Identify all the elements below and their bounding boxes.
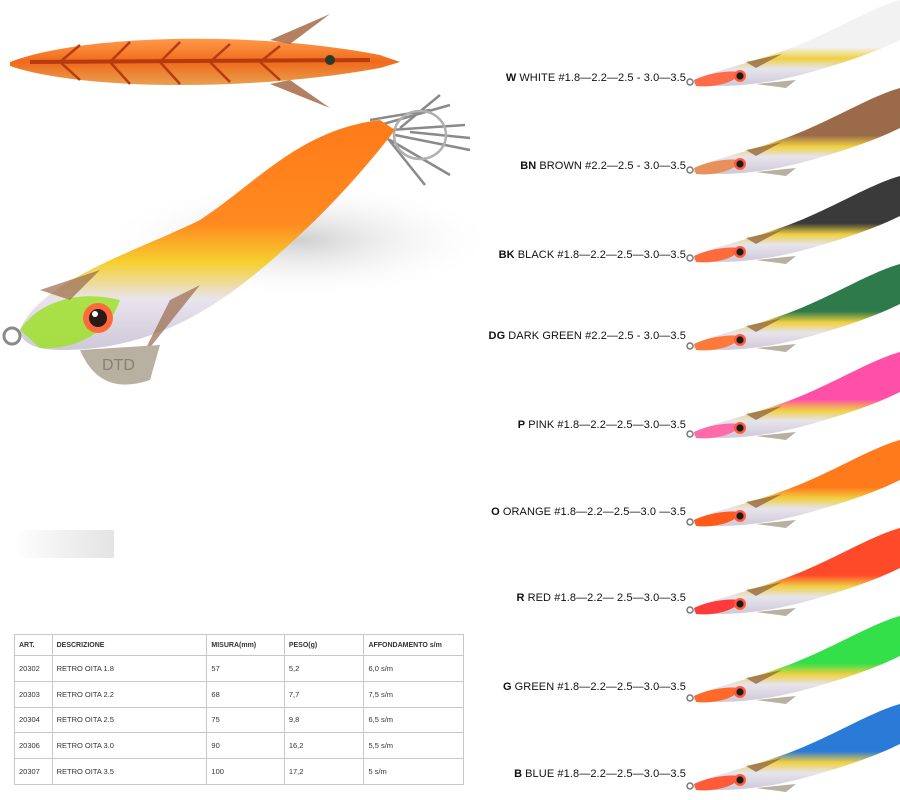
table-cell: 7,5 s/m xyxy=(363,680,464,708)
table-header-row: ART. DESCRIZIONE MISURA(mm) PESO(g) AFFO… xyxy=(14,634,464,656)
table-cell: 5 s/m xyxy=(363,758,464,785)
variant-sizes: #1.8—2.2—2.5—3.0—3.5 xyxy=(557,768,686,780)
table-row: 20302 RETRO OITA 1.8 57 5,2 6,0 s/m xyxy=(14,655,464,682)
table-cell: 6,0 s/m xyxy=(363,655,464,682)
table-cell: 100 xyxy=(206,758,285,785)
variant-name: BROWN xyxy=(539,160,586,172)
table-cell: RETRO OITA 1.8 xyxy=(51,655,208,682)
table-cell: RETRO OITA 3.5 xyxy=(51,758,208,785)
variant-code: W xyxy=(505,72,517,84)
lure-swatch-image xyxy=(686,616,900,704)
table-cell: 20306 xyxy=(14,732,53,760)
table-header-art: ART. xyxy=(14,634,53,656)
variant-code: G xyxy=(502,681,512,693)
table-cell: RETRO OITA 2.5 xyxy=(51,706,208,734)
variant-code: R xyxy=(516,592,525,604)
table-row: 20303 RETRO OITA 2.2 68 7,7 7,5 s/m xyxy=(14,680,464,708)
variant-name: RED xyxy=(527,592,555,604)
variant-name: ORANGE xyxy=(502,506,555,518)
spec-table: ART. DESCRIZIONE MISURA(mm) PESO(g) AFFO… xyxy=(14,634,464,785)
top-lure xyxy=(10,14,400,108)
table-cell: 9,8 xyxy=(283,706,365,734)
table-cell: 20303 xyxy=(14,680,53,708)
table-cell: 7,7 xyxy=(283,680,365,708)
variant-code: BN xyxy=(520,160,537,172)
table-cell: 20307 xyxy=(14,758,53,785)
lure-swatch-image xyxy=(686,440,900,528)
variant-name: BLACK xyxy=(517,249,558,261)
variant-name: PINK xyxy=(528,419,558,431)
big-lure: DTD xyxy=(2,120,395,385)
decorative-grey-bar xyxy=(14,530,114,558)
table-cell: 90 xyxy=(206,732,285,760)
brand-mark: DTD xyxy=(102,357,135,374)
variant-name: GREEN xyxy=(514,681,558,693)
table-cell: RETRO OITA 3.0 xyxy=(51,732,208,760)
table-cell: 16,2 xyxy=(283,732,365,760)
variant-name: DARK GREEN xyxy=(508,330,586,342)
table-row: 20306 RETRO OITA 3.0 90 16,2 5,5 s/m xyxy=(14,732,464,760)
variant-sizes: #1.8—2.2—2.5—3.0—3.5 xyxy=(557,249,686,261)
lure-swatch-image xyxy=(686,704,900,792)
variant-sizes: #1.8—2.2— 2.5—3.0—3.5 xyxy=(554,592,686,604)
table-cell: 5,2 xyxy=(283,655,365,682)
variant-code: BK xyxy=(498,249,515,261)
table-cell: RETRO OITA 2.2 xyxy=(51,680,208,708)
variant-sizes: #1.8—2.2—2.5 - 3.0—3.5 xyxy=(558,72,686,84)
table-row: 20304 RETRO OITA 2.5 75 9,8 6,5 s/m xyxy=(14,706,464,734)
variant-code: DG xyxy=(488,330,506,342)
table-row: 20307 RETRO OITA 3.5 100 17,2 5 s/m xyxy=(14,758,464,785)
table-header-descrizione: DESCRIZIONE xyxy=(51,634,208,656)
table-cell: 68 xyxy=(206,680,285,708)
table-cell: 5,5 s/m xyxy=(363,732,464,760)
hero-product-image: DTD xyxy=(0,0,480,400)
variant-code: P xyxy=(517,419,526,431)
variant-name: WHITE xyxy=(519,72,559,84)
variant-code: B xyxy=(514,768,523,780)
variant-sizes: #1.8—2.2—2.5—3.0—3.5 xyxy=(557,419,686,431)
lure-swatch-image xyxy=(686,352,900,440)
table-cell: 17,2 xyxy=(283,758,365,785)
table-header-peso: PESO(g) xyxy=(283,634,365,656)
variant-sizes: #1.8—2.2—2.5—3.0—3.5 xyxy=(557,681,686,693)
table-cell: 57 xyxy=(206,655,285,682)
variant-code: O xyxy=(491,506,500,518)
variant-sizes: #2.2—2.5 - 3.0—3.5 xyxy=(585,330,686,342)
lure-swatch-image xyxy=(686,88,900,176)
table-cell: 6,5 s/m xyxy=(363,706,464,734)
table-cell: 75 xyxy=(206,706,285,734)
lure-illustration: DTD xyxy=(2,14,480,385)
lure-swatch-image xyxy=(686,176,900,264)
table-cell: 20302 xyxy=(14,655,53,682)
jig-spikes xyxy=(369,94,471,186)
table-cell: 20304 xyxy=(14,706,53,734)
variant-sizes: #1.8—2.2—2.5—3.0 —3.5 xyxy=(554,506,686,518)
variant-name: BLUE xyxy=(525,768,558,780)
lure-swatch-image xyxy=(686,528,900,616)
lure-swatch-image xyxy=(686,0,900,88)
table-header-affondamento: AFFONDAMENTO s/m xyxy=(363,634,464,656)
table-header-misura: MISURA(mm) xyxy=(206,634,285,656)
lure-swatch-image xyxy=(686,264,900,352)
variant-sizes: #2.2—2.5 - 3.0—3.5 xyxy=(585,160,686,172)
